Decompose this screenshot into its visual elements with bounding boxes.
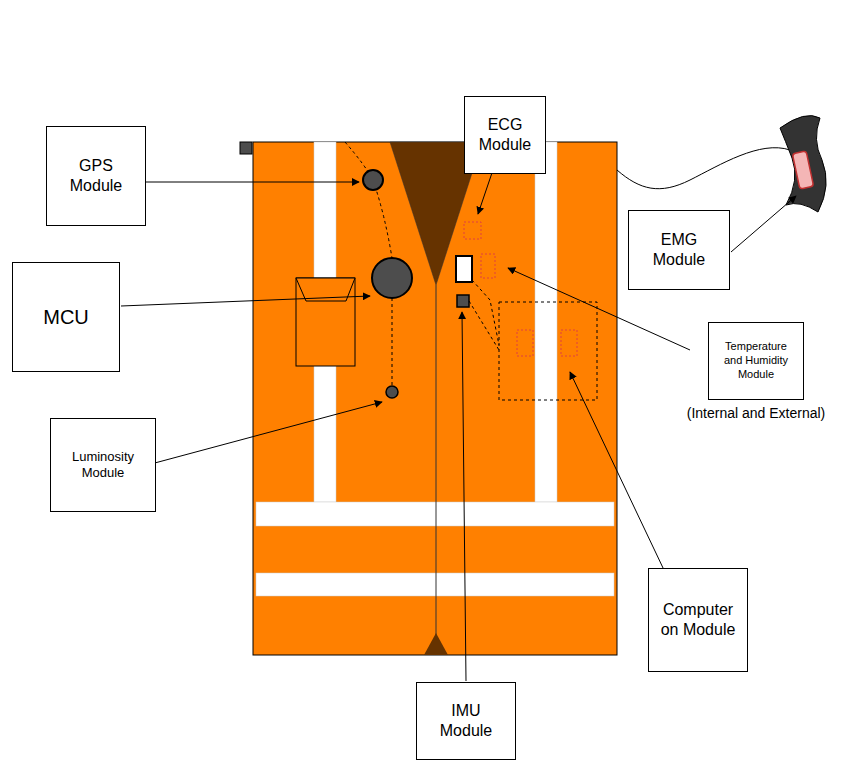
callout-note: (Internal and External) — [687, 405, 826, 422]
callout-box: Computer on Module — [648, 568, 748, 672]
callout-label: Computer on Module — [649, 596, 747, 644]
zipper-pull — [424, 633, 448, 655]
reflective-stripe — [256, 502, 614, 526]
callout-box: Luminosity Module — [50, 418, 156, 512]
computer-module — [517, 330, 533, 356]
vest-body — [253, 142, 617, 655]
mcu-unit — [372, 258, 412, 298]
callout-label: MCU — [37, 301, 95, 334]
leader-arrow — [731, 196, 796, 252]
callout-box: EMG Module — [628, 210, 730, 290]
wiring — [469, 280, 499, 350]
callout-box: ECG Module — [464, 96, 546, 174]
emg-band — [780, 116, 826, 212]
callout-label: IMU Module — [417, 697, 515, 745]
callout-box: MCU — [12, 262, 120, 372]
callout-label: EMG Module — [629, 226, 729, 274]
leader-arrow — [462, 312, 466, 681]
reflective-stripe — [256, 573, 614, 596]
emg-electrode — [792, 151, 813, 189]
computer-module — [561, 330, 577, 356]
callout-label: Luminosity Module — [51, 445, 155, 486]
vest-zipper — [436, 285, 437, 655]
imu-sensor — [457, 295, 469, 307]
pocket — [296, 278, 355, 366]
temperature-sensor-internal — [481, 254, 495, 278]
luminosity-sensor — [386, 386, 398, 398]
corner-tab — [240, 142, 252, 154]
callout-label: ECG Module — [465, 111, 545, 159]
callout-label: Temperature and Humidity Module — [709, 336, 803, 385]
leader-arrow — [141, 182, 359, 183]
callout-box: Temperature and Humidity Module(Internal… — [708, 322, 804, 400]
callout-box: IMU Module — [416, 682, 516, 760]
callout-box: GPS Module — [46, 126, 146, 226]
leader-arrow — [570, 372, 664, 570]
callout-label: GPS Module — [47, 152, 145, 200]
leader-arrow — [121, 296, 370, 306]
ecg-sensor — [464, 222, 481, 239]
leader-arrow — [151, 402, 382, 464]
temperature-sensor-external — [456, 256, 472, 282]
reflective-stripe — [535, 142, 557, 502]
emg-cable — [617, 148, 790, 189]
gps-sensor — [363, 170, 383, 190]
inner-pocket — [499, 302, 597, 400]
